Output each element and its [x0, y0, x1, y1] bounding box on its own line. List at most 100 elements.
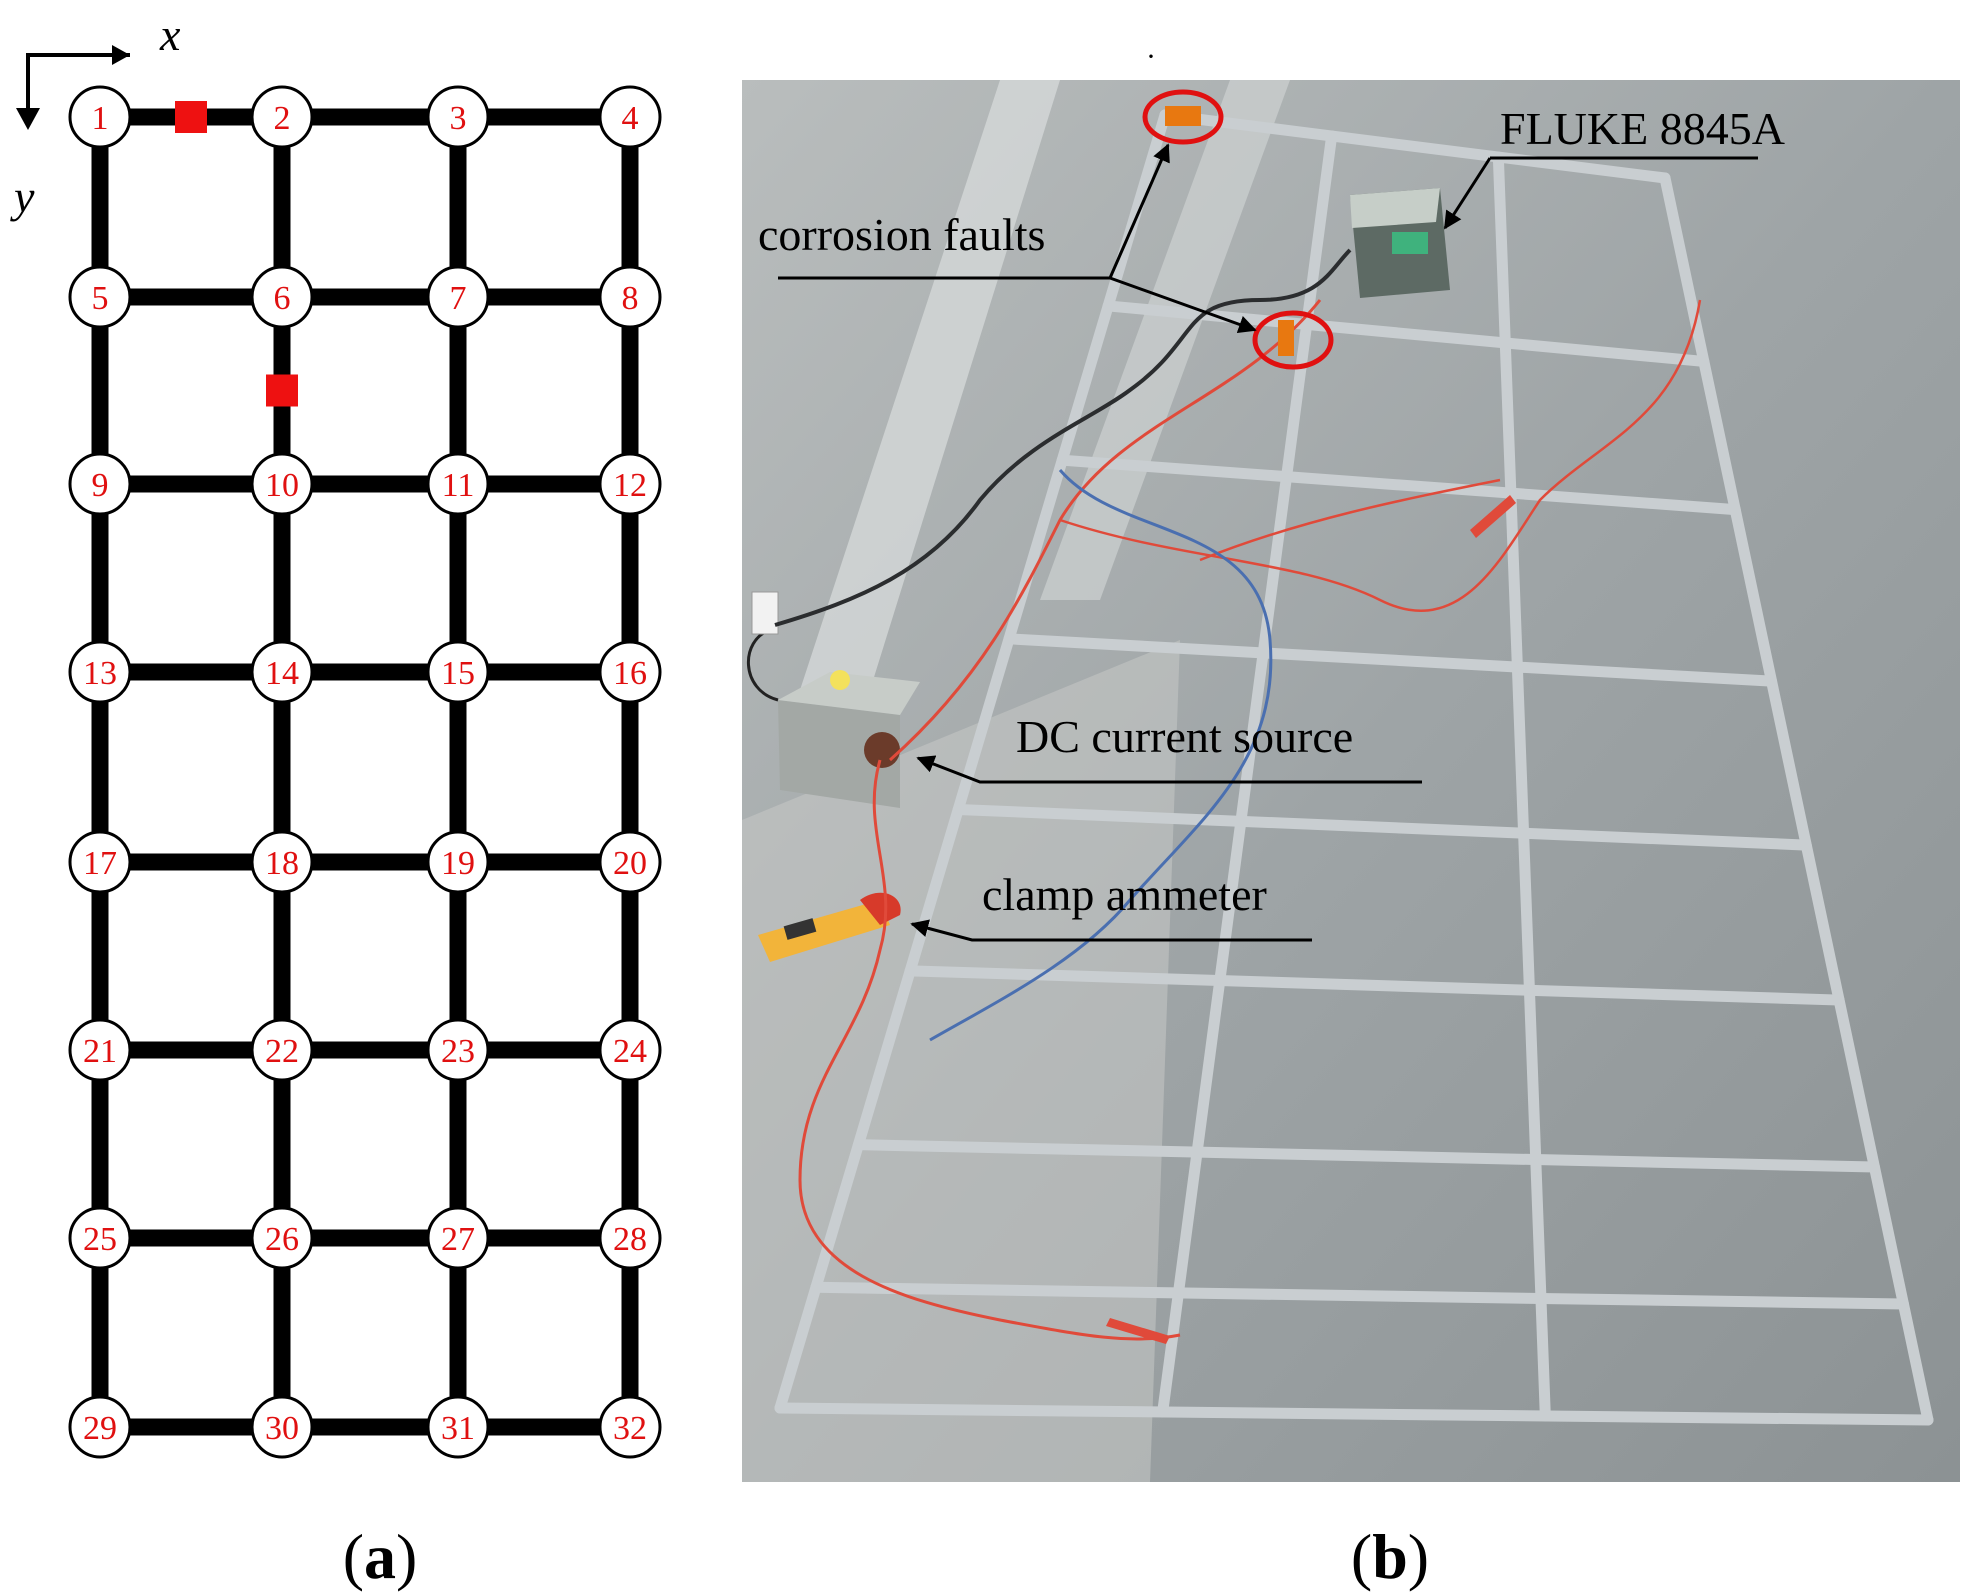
metal-bar-vertical: [774, 109, 1171, 1414]
node-circle: [598, 1018, 662, 1082]
metal-bar-horizontal: [1102, 300, 1710, 367]
node-circle: [68, 1206, 132, 1270]
node-label: 16: [613, 655, 647, 692]
grid-node: 5: [68, 265, 132, 329]
node-circle: [250, 85, 314, 149]
node-circle: [250, 830, 314, 894]
node-label: 8: [622, 280, 639, 317]
node-label: 12: [613, 467, 647, 504]
node-circle: [598, 265, 662, 329]
floor-stripe: [800, 80, 1060, 690]
grid-node: 23: [426, 1018, 490, 1082]
node-label: 28: [613, 1221, 647, 1258]
node-label: 22: [265, 1033, 299, 1070]
node-label: 13: [83, 655, 117, 692]
floor-patch: [742, 640, 1180, 1482]
wire-blue: [929, 469, 1273, 1042]
axis-indicator: x y: [10, 9, 181, 222]
node-label: 31: [441, 1410, 475, 1447]
node-label: 9: [92, 467, 109, 504]
node-circle: [68, 640, 132, 704]
wire-black: [774, 248, 1352, 627]
node-circle: [426, 85, 490, 149]
node-circle: [426, 1018, 490, 1082]
node-circle: [426, 830, 490, 894]
node-circle: [426, 265, 490, 329]
x-axis-label: x: [159, 9, 181, 60]
node-circle: [426, 452, 490, 516]
grid-node: 19: [426, 830, 490, 894]
grid-node: 9: [68, 452, 132, 516]
clip-red: [1470, 495, 1516, 538]
node-label: 1: [92, 100, 109, 137]
stray-dot: ·: [1146, 40, 1156, 73]
metal-bar-horizontal: [810, 1281, 1909, 1310]
grid-node: 31: [426, 1395, 490, 1459]
node-circle: [68, 1018, 132, 1082]
node-label: 24: [613, 1033, 647, 1070]
grid-node: 24: [598, 1018, 662, 1082]
node-circle: [598, 1206, 662, 1270]
node-label: 30: [265, 1410, 299, 1447]
metal-grid: [774, 109, 1934, 1426]
grid-node: 32: [598, 1395, 662, 1459]
grid-node: 6: [250, 265, 314, 329]
grid-node: 17: [68, 830, 132, 894]
metal-bar-horizontal: [1003, 633, 1778, 687]
node-label: 21: [83, 1033, 117, 1070]
metal-bar-vertical: [1157, 130, 1338, 1418]
metal-bar-horizontal: [852, 1139, 1880, 1173]
wire-red: [798, 759, 1181, 1341]
grid-node: 26: [250, 1206, 314, 1270]
experiment-photo-panel: FLUKE 8845A corrosion faults DC current …: [742, 40, 1960, 1482]
node-label: 3: [450, 100, 467, 137]
grid-node: 22: [250, 1018, 314, 1082]
fault-markers: [175, 101, 298, 407]
node-label: 10: [265, 467, 299, 504]
node-circle: [426, 1395, 490, 1459]
fluke-meter: [1350, 188, 1450, 298]
node-label: 27: [441, 1221, 475, 1258]
fluke-label: FLUKE 8845A: [1500, 103, 1785, 154]
grid-node: 11: [426, 452, 490, 516]
grid-node: 10: [250, 452, 314, 516]
node-circle: [68, 265, 132, 329]
panel-a-caption: (a): [343, 1521, 418, 1592]
wire-red: [1199, 478, 1501, 562]
node-circle: [250, 1395, 314, 1459]
node-label: 11: [442, 467, 475, 504]
grid-conductors: [91, 108, 639, 1436]
node-label: 2: [274, 100, 291, 137]
node-circle: [598, 640, 662, 704]
node-circle: [250, 452, 314, 516]
corrosion-fault-marker-1: [1142, 89, 1224, 145]
grid-node: 21: [68, 1018, 132, 1082]
grid-node: 3: [426, 85, 490, 149]
grid-node: 4: [598, 85, 662, 149]
grid-node: 16: [598, 640, 662, 704]
grid-node: 14: [250, 640, 314, 704]
node-label: 20: [613, 845, 647, 882]
annotation-lines: [778, 143, 1758, 942]
dc-current-source: [746, 628, 920, 808]
node-circle: [68, 452, 132, 516]
clamp-ammeter: [758, 892, 901, 962]
corrosion-fault-marker-2: [1252, 310, 1334, 370]
grid-node: 7: [426, 265, 490, 329]
node-label: 17: [83, 845, 117, 882]
node-circle: [68, 1395, 132, 1459]
node-circle: [250, 640, 314, 704]
node-circle: [598, 85, 662, 149]
wire-red: [1059, 299, 1702, 613]
node-label: 29: [83, 1410, 117, 1447]
node-circle: [426, 1206, 490, 1270]
grid-node: 28: [598, 1206, 662, 1270]
metal-bar-vertical: [1492, 151, 1551, 1422]
node-label: 19: [441, 845, 475, 882]
node-label: 6: [274, 280, 291, 317]
node-circle: [598, 452, 662, 516]
grid-node: 25: [68, 1206, 132, 1270]
